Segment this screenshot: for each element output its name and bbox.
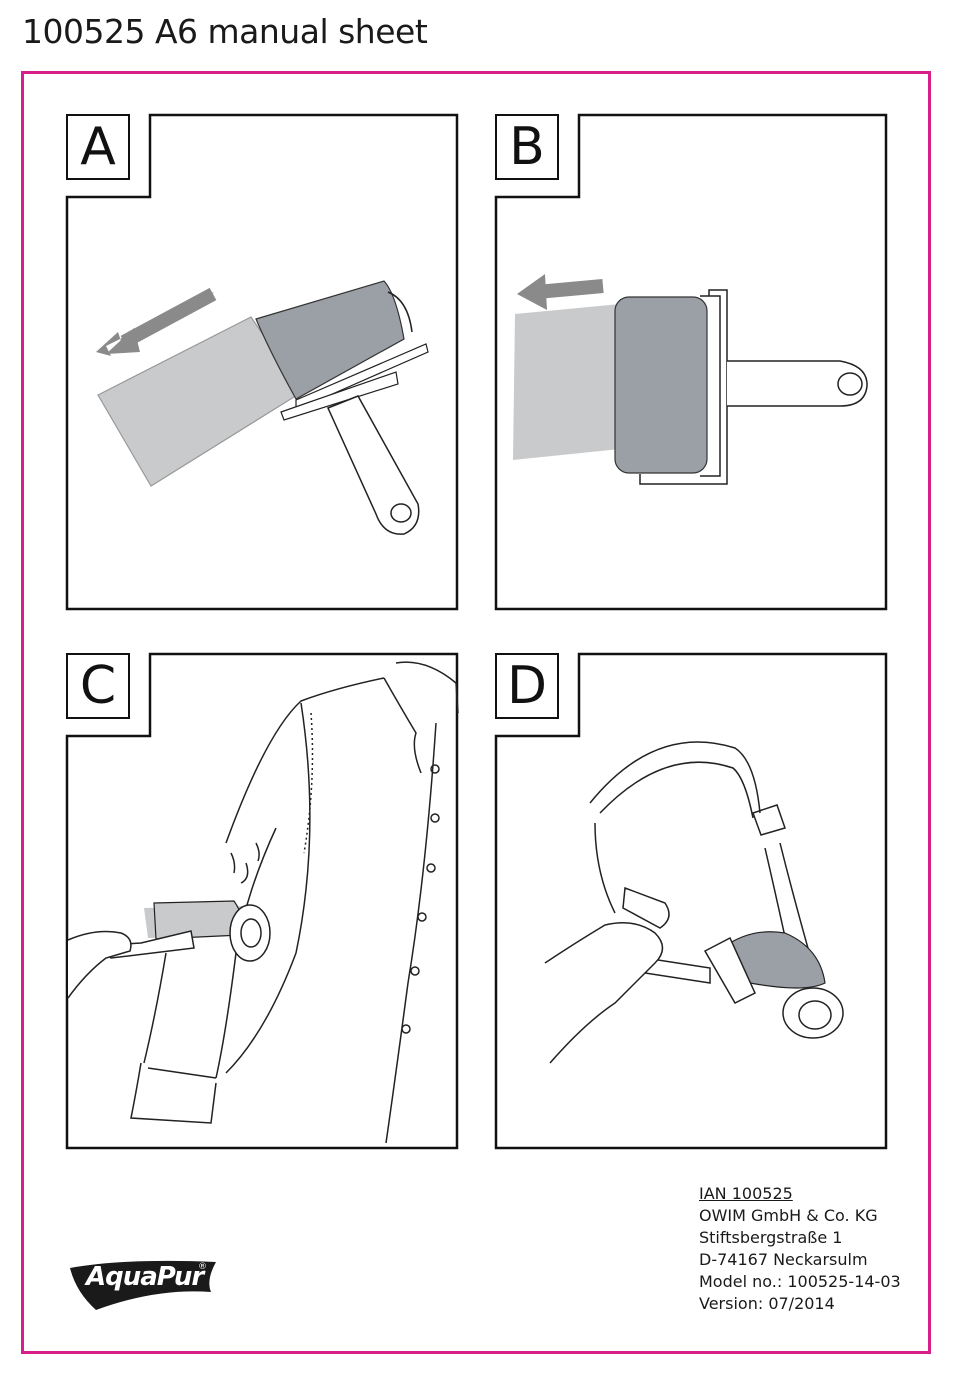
arrow-left-icon (536, 279, 604, 299)
page-title: 100525 A6 manual sheet (22, 12, 428, 51)
panel-letter-b: B (495, 114, 559, 180)
aquapur-logo: AquaPur ® (66, 1252, 222, 1312)
city-address: D-74167 Neckarsulm (699, 1250, 868, 1269)
panel-d: D (494, 652, 888, 1150)
manual-border (21, 71, 931, 1354)
logo-brand-text: AquaPur (86, 1262, 204, 1292)
panel-letter-c: C (66, 653, 130, 719)
model-number: Model no.: 100525-14-03 (699, 1272, 901, 1291)
manufacturer-address: IAN 100525 OWIM GmbH & Co. KG Stiftsberg… (699, 1183, 901, 1315)
version-date: Version: 07/2014 (699, 1294, 835, 1313)
shirt-illustration (130, 661, 459, 1144)
peel-sheet-illustration (97, 280, 429, 535)
street-address: Stiftsbergstraße 1 (699, 1228, 843, 1247)
roller-in-hand-illustration (67, 900, 271, 999)
panel-a-frame (65, 113, 459, 611)
roller-sheet-illustration (513, 289, 868, 485)
ian-number: IAN 100525 (699, 1184, 793, 1203)
rinse-roller-illustration (544, 886, 844, 1064)
panel-letter-a: A (66, 114, 130, 180)
panel-b-frame (494, 113, 888, 611)
panel-d-frame (494, 652, 888, 1150)
panel-a: A (65, 113, 459, 611)
panel-c: C (65, 652, 459, 1150)
panel-b: B (494, 113, 888, 611)
panel-c-frame (65, 652, 459, 1150)
logo-registered-mark: ® (198, 1262, 207, 1272)
logo-shape (70, 1260, 216, 1310)
company-name: OWIM GmbH & Co. KG (699, 1206, 878, 1225)
panel-letter-d: D (495, 653, 559, 719)
